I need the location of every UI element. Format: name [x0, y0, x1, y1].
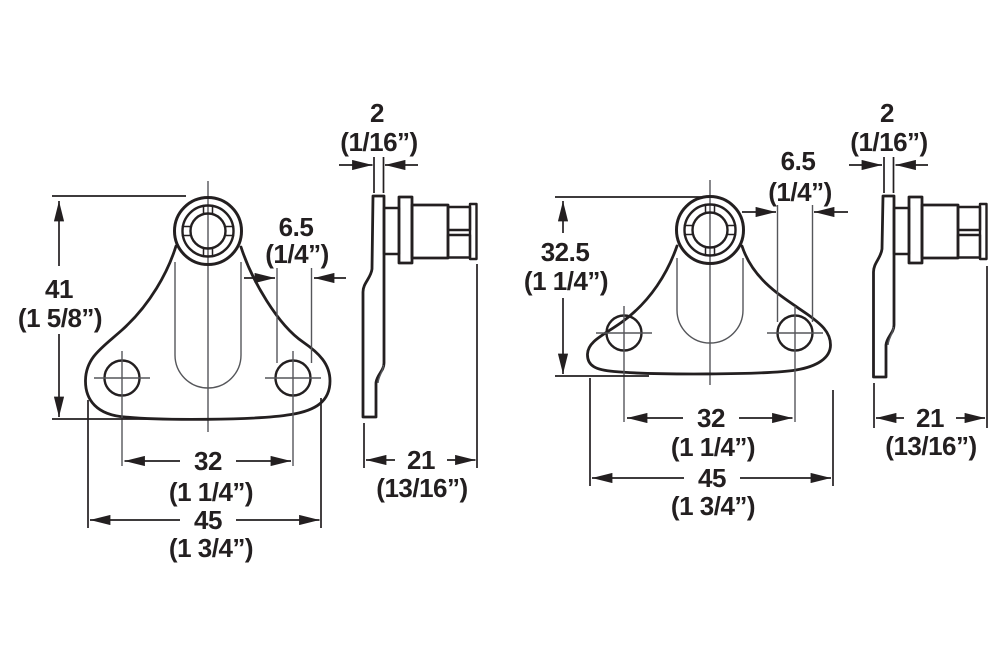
- figure-1-front-view: [84, 181, 332, 466]
- dim-overall-width-inch: (1 3/4”): [671, 491, 755, 521]
- dim-height-inch: (1 5/8”): [18, 303, 102, 333]
- boss-notch-right: [726, 224, 737, 236]
- figure-2: 32.5 (1 1/4”) 6.5 (1/4”) 32 (1 1/4”) 45: [524, 98, 988, 521]
- figure-1-dim-hole-diameter: 6.5 (1/4”): [244, 212, 346, 363]
- figure-1-dim-depth: 21 (13/16”): [363, 264, 478, 503]
- socket-flange: [397, 195, 414, 265]
- figure-1-dim-hole-spacing: 32 (1 1/4”): [124, 446, 291, 507]
- socket-body: [920, 203, 960, 260]
- dim-plate-thickness-inch: (1/16”): [340, 127, 417, 157]
- boss-notch-top: [704, 203, 716, 214]
- dim-hole-diameter-mm: 6.5: [781, 146, 816, 176]
- figure-2-dim-height: 32.5 (1 1/4”): [524, 196, 709, 377]
- dim-hole-spacing-inch: (1 1/4”): [671, 432, 755, 462]
- dim-hole-diameter-mm: 6.5: [279, 212, 314, 242]
- figure-2-dim-hole-diameter: 6.5 (1/4”): [742, 146, 848, 322]
- dim-hole-spacing-inch: (1 1/4”): [169, 477, 253, 507]
- figure-1-dim-plate-thickness: 2 (1/16”): [339, 98, 418, 193]
- boss-notch-bottom: [202, 247, 214, 258]
- figure-2-dim-hole-spacing: 32 (1 1/4”): [627, 403, 793, 462]
- socket-body: [410, 203, 450, 260]
- dim-depth-inch: (13/16”): [885, 431, 976, 461]
- dim-depth-mm: 21: [407, 445, 435, 475]
- socket-end-cap: [978, 202, 988, 261]
- socket-end-cap: [468, 202, 478, 261]
- dim-hole-diameter-inch: (1/4”): [265, 239, 328, 269]
- dim-hole-spacing-mm: 32: [697, 403, 725, 433]
- boss-notch-top: [202, 204, 214, 215]
- dim-hole-diameter-inch: (1/4”): [768, 177, 831, 207]
- figure-2-dim-overall-width: 45 (1 3/4”): [589, 378, 834, 521]
- figure-2-side-view: [872, 194, 988, 379]
- dim-depth-inch: (13/16”): [376, 473, 467, 503]
- figure-1-dim-overall-width: 45 (1 3/4”): [87, 398, 322, 563]
- column-bottom-arc: [174, 354, 242, 389]
- figure-2-dim-depth: 21 (13/16”): [873, 266, 988, 461]
- boss-notch-right: [224, 225, 235, 237]
- socket-prong-bottom: [956, 233, 982, 259]
- socket-prong-bottom: [446, 233, 472, 259]
- socket-neck: [892, 206, 911, 256]
- dim-depth-mm: 21: [916, 403, 944, 433]
- socket-prong-top: [956, 205, 982, 232]
- dim-height-mm: 32.5: [541, 237, 590, 267]
- socket-flange: [907, 195, 924, 265]
- dim-height-mm: 41: [45, 274, 73, 304]
- boss-outer-circle: [173, 196, 243, 266]
- socket-neck: [382, 206, 401, 256]
- dim-hole-spacing-mm: 32: [194, 446, 222, 476]
- plate-bend-line: [377, 364, 385, 384]
- dim-overall-width-inch: (1 3/4”): [169, 533, 253, 563]
- column-bottom-arc: [676, 309, 744, 344]
- side-plate: [872, 194, 896, 379]
- figure-1: 41 (1 5/8”) 6.5 (1/4”) 32 (1 1/4”) 45 (1: [18, 98, 478, 563]
- dim-plate-thickness-mm: 2: [370, 98, 384, 128]
- bracket-outline: [84, 244, 332, 421]
- dim-overall-width-mm: 45: [698, 463, 726, 493]
- dim-plate-thickness-mm: 2: [880, 98, 894, 128]
- boss-notch-left: [683, 224, 694, 236]
- dim-height-inch: (1 1/4”): [524, 266, 608, 296]
- boss-notch-bottom: [704, 246, 716, 257]
- figure-1-dim-height: 41 (1 5/8”): [18, 195, 186, 420]
- socket-prong-top: [446, 205, 472, 232]
- boss-outer-circle: [675, 195, 745, 265]
- plate-bend-line: [887, 326, 895, 346]
- figure-2-front-view: [586, 180, 832, 422]
- bracket-outline: [586, 244, 832, 376]
- figure-2-dim-plate-thickness: 2 (1/16”): [849, 98, 928, 193]
- side-plate: [361, 194, 386, 419]
- boss-notch-left: [181, 225, 192, 237]
- dim-overall-width-mm: 45: [194, 505, 222, 535]
- figure-1-side-view: [361, 194, 478, 419]
- dim-plate-thickness-inch: (1/16”): [850, 127, 927, 157]
